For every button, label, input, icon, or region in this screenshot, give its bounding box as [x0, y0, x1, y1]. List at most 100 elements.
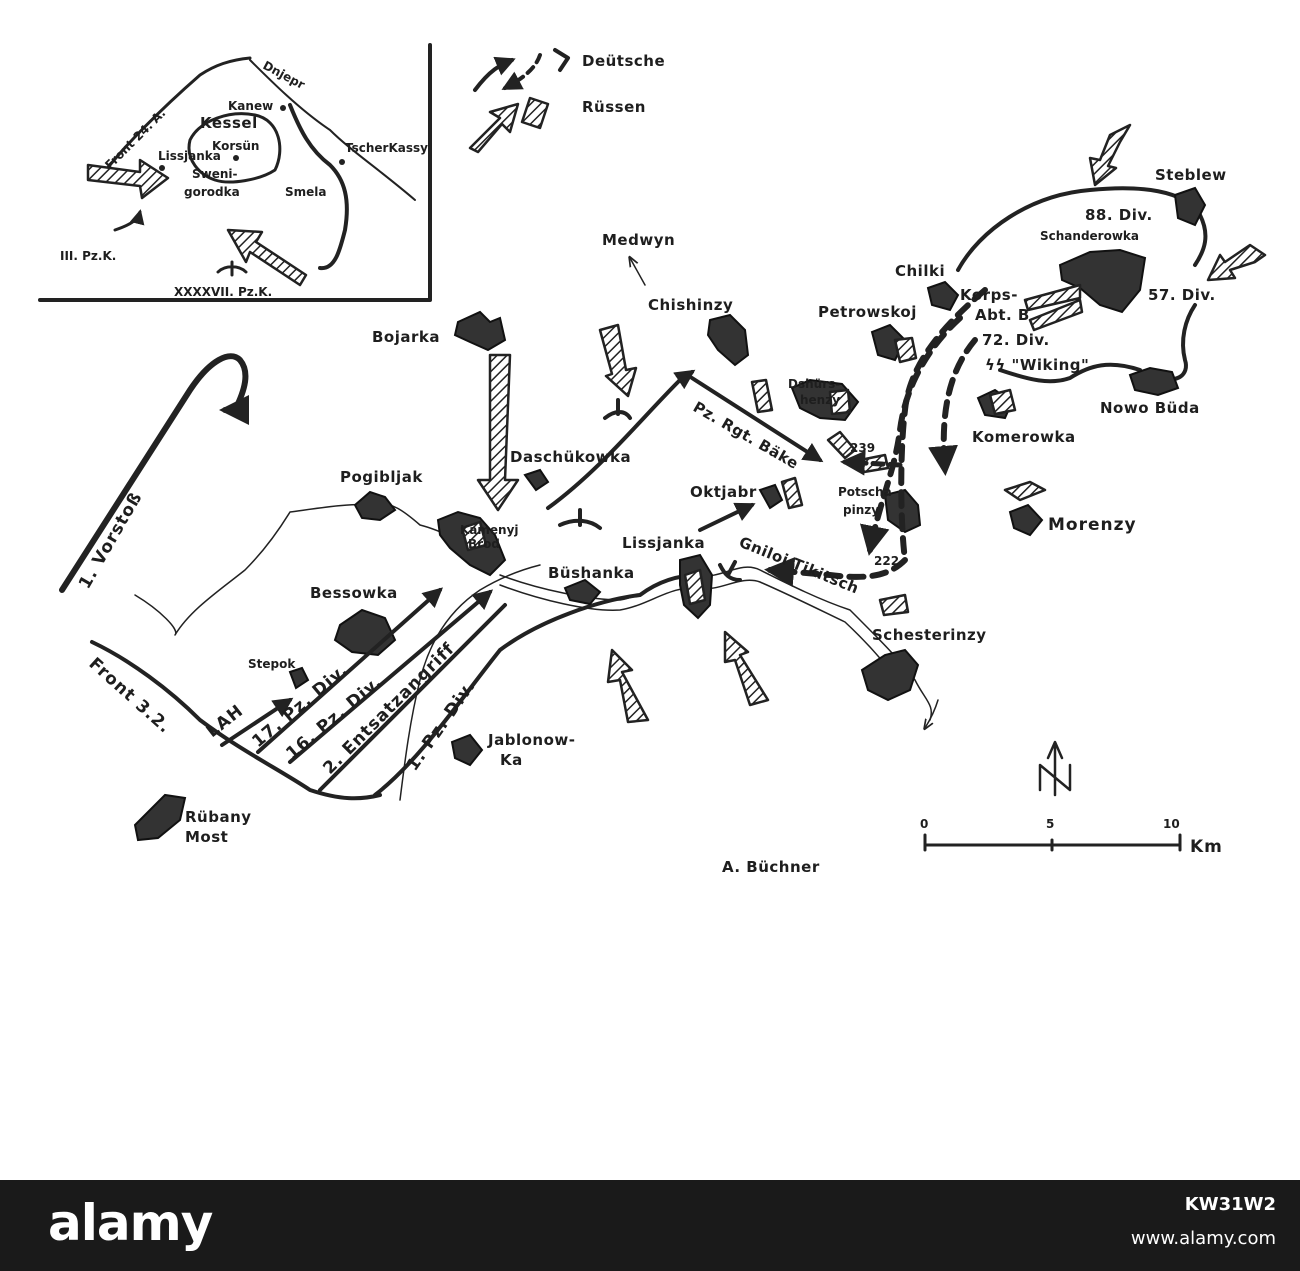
legend-german-label: Deütsche — [582, 52, 665, 70]
inset-town-tscherkassy — [339, 159, 345, 165]
soviet-arrow-schanderowka — [1023, 283, 1084, 332]
inset-kanew-label: Kanew — [228, 99, 273, 113]
soviet-block-dshurshenzy-1 — [750, 378, 774, 414]
label-komerowka: Komerowka — [972, 428, 1076, 446]
inset-relief-arrow — [226, 228, 308, 287]
label-57-div: 57. Div. — [1148, 286, 1216, 304]
scale-tick-10: 10 — [1163, 817, 1180, 831]
inset-town-kanew — [280, 105, 286, 111]
town-jablonowka — [450, 733, 484, 767]
inset-korsun-label: Korsün — [212, 139, 259, 153]
label-dshurshenzy-2: henzy — [800, 393, 840, 407]
label-stepok: Stepok — [248, 657, 296, 671]
scale-bar-line — [923, 833, 1182, 852]
inset-gorodka-label: gorodka — [184, 185, 240, 199]
town-stepok — [288, 666, 310, 690]
scale-bar: 0 5 10 Km — [920, 817, 1223, 857]
legend-russian-label: Rüssen — [582, 98, 646, 116]
legend-german-arrow-solid — [473, 56, 516, 92]
german-attacks — [59, 258, 988, 792]
label-1-vorstoss: 1. Vorstoß — [75, 488, 147, 592]
label-korps-1: Korps- — [960, 286, 1018, 304]
footer-image-id: KW31W2 — [1184, 1194, 1276, 1215]
footer-bar: alamy KW31W2 www.alamy.com — [0, 1180, 1300, 1271]
label-kamenyj-2: Brod — [468, 537, 500, 551]
north-arrow-icon — [1038, 740, 1072, 797]
town-pogibljak — [353, 490, 397, 522]
label-bessowka: Bessowka — [310, 584, 398, 602]
soviet-arrow-bojarka-south — [476, 353, 520, 512]
soviet-block-petrowskoj — [893, 336, 918, 364]
label-72-div: 72. Div. — [982, 331, 1050, 349]
soviet-arrow-steblew — [1088, 123, 1132, 187]
label-chishinzy: Chishinzy — [648, 296, 733, 314]
inset-xxxxvii-pzk-label: XXXXVII. Pz.K. — [174, 285, 272, 299]
label-oktjabr: Oktjabr — [690, 483, 757, 501]
inset-dnjepr-label: Dnjepr — [261, 58, 308, 92]
german-front-line — [90, 640, 382, 801]
town-oktjabr — [758, 483, 784, 510]
inset-russian-front — [288, 103, 349, 271]
inset-front-line — [98, 56, 252, 180]
label-potschapinzy-1: Potscha — [838, 485, 892, 499]
arrow-breakout-72div — [928, 337, 978, 476]
soviet-block-morenzy — [1003, 480, 1047, 502]
arrow-breakout-wiking — [898, 287, 988, 563]
label-bushanka: Büshanka — [548, 564, 635, 582]
inset-sweni-label: Sweni- — [192, 167, 238, 181]
inset-map: Front 24. A. Dnjepr Kessel Kanew Korsün … — [38, 43, 432, 302]
soviet-arrow-south-2 — [723, 630, 770, 707]
label-rubany-2: Most — [185, 828, 228, 846]
town-schesterinzy — [860, 648, 920, 702]
label-jablonowka-2: Ka — [500, 751, 523, 769]
label-schesterinzy: Schesterinzy — [872, 626, 987, 644]
arrow-medwyn — [630, 258, 646, 286]
soviet-attacks — [460, 123, 1267, 724]
inset-town-korsun — [233, 155, 239, 161]
label-88-div: 88. Div. — [1085, 206, 1153, 224]
town-chilki — [926, 280, 960, 312]
label-nowo-buda: Nowo Büda — [1100, 399, 1200, 417]
inset-frame — [38, 43, 432, 302]
label-morenzy: Morenzy — [1048, 515, 1137, 535]
town-morenzy — [1008, 503, 1044, 537]
scale-tick-0: 0 — [920, 817, 928, 831]
inset-kessel-label: Kessel — [200, 114, 258, 132]
arrow-lah — [220, 697, 294, 747]
label-wiking: ϟϟ "Wiking" — [985, 356, 1089, 374]
arrow-17-pz-div — [256, 587, 443, 754]
soviet-arrow-north-chishinzy — [598, 323, 638, 398]
label-pogibljak: Pogibljak — [340, 468, 423, 486]
inset-lissjanka-label: Lissjanka — [158, 149, 221, 163]
inset-iii-pzk-arrow — [113, 209, 145, 232]
label-front-3-2: Front 3.2. — [85, 654, 175, 738]
scale-tick-5: 5 — [1046, 817, 1054, 831]
town-bojarka — [453, 310, 507, 352]
pocket-boundary-east — [956, 186, 1208, 272]
arrow-16-pz-div — [288, 589, 494, 764]
label-medwyn: Medwyn — [602, 231, 675, 249]
legend-german-arrow-dashed — [501, 53, 542, 90]
inset-xxxxvii-pzk-symbol — [216, 260, 248, 277]
german-position-2 — [603, 398, 632, 420]
town-bushanka — [563, 578, 602, 606]
label-lissjanka: Lissjanka — [622, 534, 705, 552]
arrow-breakout-korps-b — [860, 315, 963, 556]
inset-town-lissjanka — [159, 165, 165, 171]
author-signature: A. Büchner — [722, 858, 820, 876]
arrow-breakout-239 — [840, 450, 903, 476]
label-potschapinzy-2: pinzy — [843, 503, 879, 517]
arrow-oktjabr — [698, 502, 756, 532]
inset-iii-pzk-label: III. Pz.K. — [60, 249, 116, 263]
label-daschukowka: Daschükowka — [510, 448, 631, 466]
soviet-line-south — [373, 573, 702, 797]
river-west — [134, 503, 486, 636]
soviet-arrow-east-57div — [1206, 243, 1267, 282]
town-potschapinzy — [883, 488, 922, 534]
map-svg: Front 24. A. Dnjepr Kessel Kanew Korsün … — [38, 43, 1267, 876]
label-chilki: Chilki — [895, 262, 945, 280]
label-239: 239 — [850, 441, 875, 455]
footer-url: www.alamy.com — [1130, 1228, 1276, 1249]
scale-unit: Km — [1190, 837, 1223, 857]
label-gniloi-tikitsch: Gniloi Tikitsch — [737, 533, 862, 597]
